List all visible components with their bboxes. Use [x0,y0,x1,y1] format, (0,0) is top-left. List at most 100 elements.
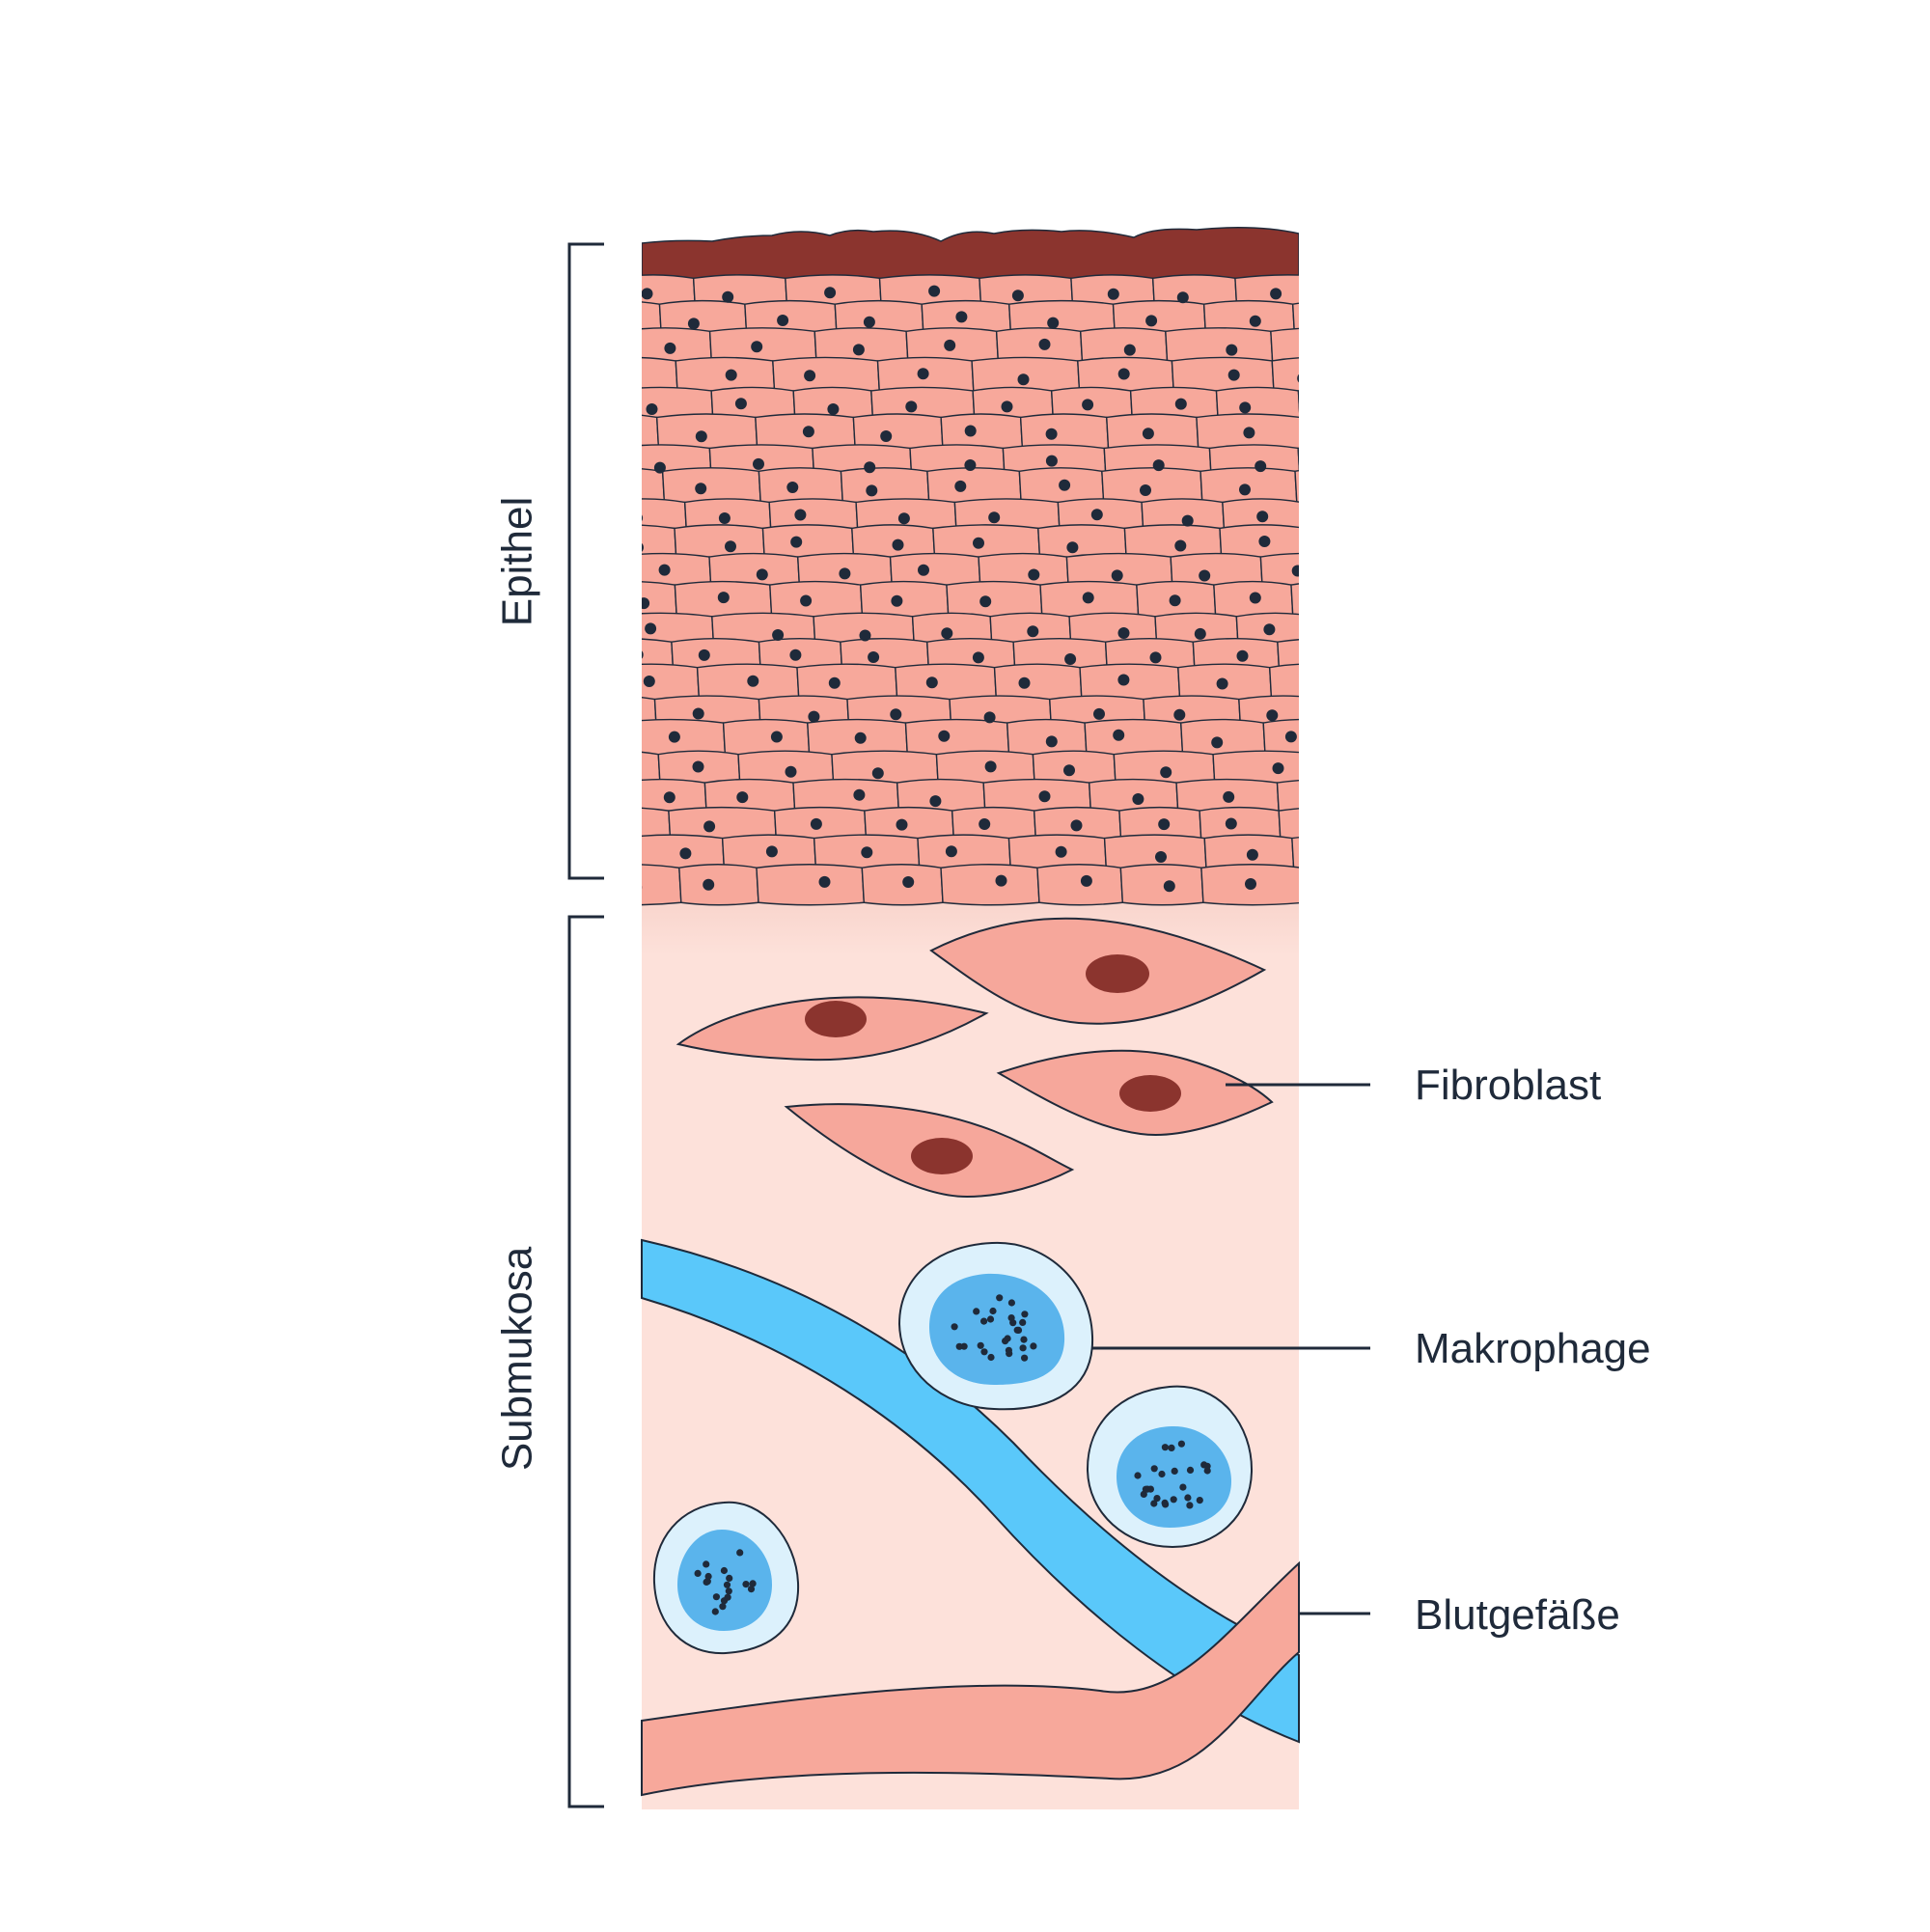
cell-nucleus [1064,653,1077,665]
epithelial-nuclei [603,285,1356,893]
cell-nucleus [824,287,837,299]
granule [1153,1495,1161,1503]
cell-nucleus [896,818,908,831]
granule [1162,1501,1170,1508]
cell-nucleus [1225,817,1237,830]
epithelial-cell [1297,447,1299,475]
cell-nucleus [1066,541,1079,554]
cell-nucleus [612,485,623,497]
cell-nucleus [1216,677,1228,690]
cell-nucleus [1107,288,1119,300]
cell-nucleus [1080,874,1092,887]
granule [1021,1354,1029,1362]
granule [747,1586,756,1593]
cell-nucleus [668,731,680,743]
cell-nucleus [1344,428,1356,440]
granule [1196,1497,1203,1504]
macrophage-cell [652,1501,800,1655]
cell-nucleus [1152,459,1165,472]
cell-nucleus [1226,344,1238,356]
cell-nucleus [800,594,813,607]
cell-nucleus [611,316,622,327]
granule [1177,1440,1185,1448]
cell-nucleus [1093,707,1105,720]
cell-nucleus [692,760,704,773]
cell-nucleus [642,885,643,890]
cell-nucleus [1340,624,1352,636]
cell-nucleus [642,597,650,610]
cell-nucleus [839,567,851,580]
cell-nucleus [854,731,867,744]
granule [1186,1502,1194,1509]
epithelial-cell [678,864,759,906]
granule [1179,1483,1187,1491]
cell-nucleus [808,710,820,723]
cell-nucleus [938,730,951,742]
cell-nucleus [1337,461,1348,473]
cell-nucleus [642,288,653,300]
epithelial-cell [940,864,1040,906]
cell-nucleus [679,847,692,860]
granule [1171,1467,1178,1475]
cell-nucleus [984,760,997,773]
cell-nucleus [918,564,929,576]
granule [989,1307,997,1315]
cell-nucleus [1174,398,1187,410]
granule [704,1572,712,1581]
cell-nucleus [1249,315,1261,327]
cell-nucleus [722,290,734,303]
cell-nucleus [1082,592,1094,604]
cell-nucleus [964,459,977,471]
epithelial-cell [1036,864,1124,906]
granule [703,1560,710,1568]
cell-nucleus [643,676,655,687]
fibroblast-cell [676,996,989,1062]
granule [1021,1311,1029,1318]
granule [736,1549,744,1557]
cell-nucleus [1082,399,1094,411]
cell-nucleus [703,820,716,833]
fibroblast-nucleus [911,1138,973,1174]
cell-nucleus [828,676,841,689]
cell-nucleus [1163,880,1175,893]
cell-nucleus [1327,481,1338,492]
cell-nucleus [1117,368,1130,380]
granule [1158,1470,1166,1478]
granule [1009,1319,1017,1327]
cell-nucleus [1310,677,1321,689]
cell-nucleus [725,540,736,553]
cell-nucleus [1227,369,1240,381]
cell-nucleus [1070,819,1083,832]
granule [996,1294,1004,1302]
cell-nucleus [603,823,615,835]
granule [987,1353,995,1362]
cell-nucleus [1245,878,1256,890]
cell-nucleus [1236,649,1249,662]
cell-nucleus [646,403,658,415]
cell-nucleus [871,767,884,780]
cell-nucleus [698,649,710,661]
cell-nucleus [880,430,893,442]
cell-nucleus [664,342,676,354]
macrophage-cell [1086,1385,1254,1549]
cell-nucleus [1254,460,1267,473]
epithelial-cells [642,274,1299,906]
cell-nucleus [861,846,873,859]
granule [986,1315,995,1323]
cell-nucleus [663,791,676,804]
fibroblast-nucleus [805,1001,867,1037]
fibroblast-nucleus [1086,954,1149,993]
cell-nucleus [718,512,731,524]
submukosa-label: Submukosa [494,1246,541,1471]
granule [711,1608,719,1615]
cell-nucleus [1321,314,1333,325]
cell-nucleus [1038,790,1051,803]
epithelial-cell [1290,583,1299,621]
cell-nucleus [789,649,802,661]
cell-nucleus [944,339,956,351]
epithelial-cell [1291,837,1299,874]
granule [1150,1500,1158,1507]
cell-nucleus [1330,398,1341,409]
granule [1184,1494,1192,1502]
